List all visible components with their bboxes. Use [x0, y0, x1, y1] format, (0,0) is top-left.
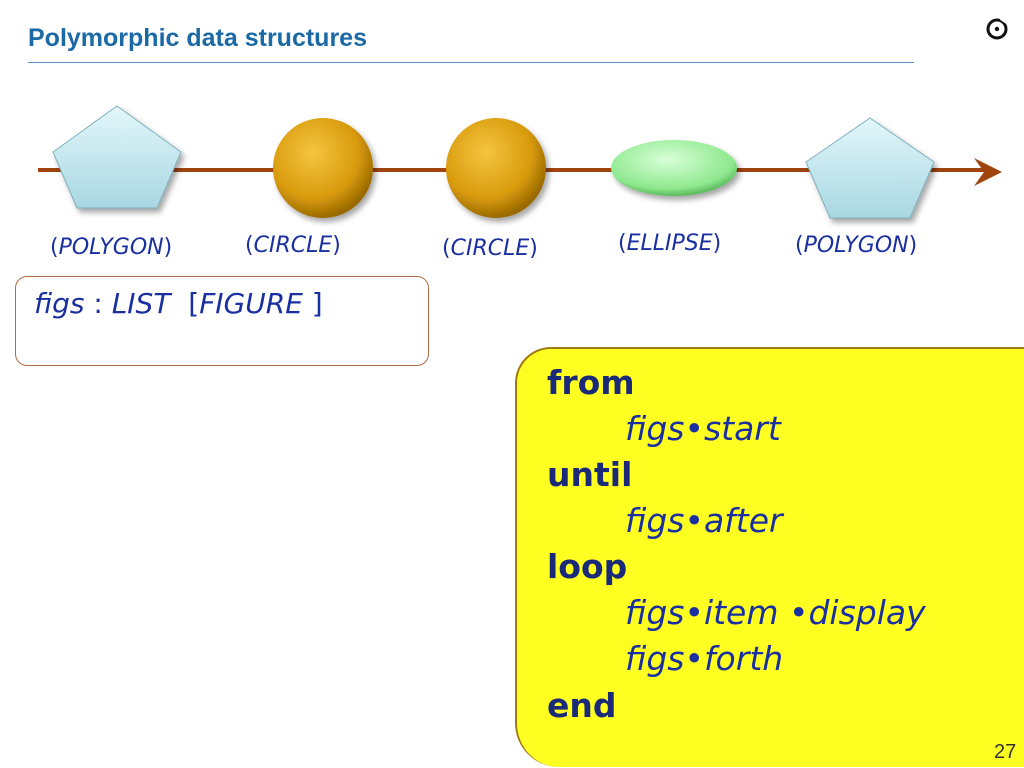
figure-label-circle-2: (CIRCLE)	[442, 236, 538, 261]
from-keyword: from	[547, 363, 635, 402]
display-call: figs•item •display	[625, 593, 926, 632]
loop-code-box: from figs•start until figs•after loop fi…	[515, 347, 1024, 767]
after-query: figs•after	[625, 501, 783, 540]
title-underline	[28, 62, 914, 63]
declaration-box: figs : LIST [FIGURE ]	[15, 276, 429, 366]
loop-keyword: loop	[547, 547, 628, 586]
end-keyword: end	[547, 686, 617, 725]
figure-list-diagram	[38, 105, 1002, 219]
polygon-figure-1	[52, 105, 182, 209]
figure-label-ellipse: (ELLIPSE)	[618, 231, 722, 256]
figure-label-polygon-2: (POLYGON)	[795, 233, 918, 258]
polygon-figure-2	[805, 117, 935, 219]
start-call: figs•start	[625, 409, 781, 448]
circle-figure-2	[446, 118, 546, 218]
institution-logo-icon	[986, 16, 1009, 40]
list-declaration: figs : LIST [FIGURE ]	[34, 287, 323, 320]
list-arrow-head	[974, 158, 1002, 186]
forth-call: figs•forth	[625, 639, 784, 678]
until-keyword: until	[547, 455, 633, 494]
figure-label-circle-1: (CIRCLE)	[245, 233, 341, 258]
circle-figure-1	[273, 118, 373, 218]
figure-label-polygon-1: (POLYGON)	[50, 235, 173, 260]
slide-title: Polymorphic data structures	[28, 24, 367, 52]
ellipse-figure	[611, 140, 737, 196]
page-number: 27	[994, 741, 1017, 763]
